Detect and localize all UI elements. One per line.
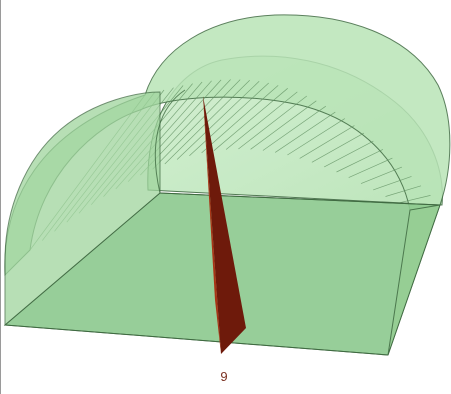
roof-stripe xyxy=(348,157,393,178)
roof-stripe xyxy=(360,166,403,184)
floor-back-edge xyxy=(159,192,441,206)
roof-stripe xyxy=(201,85,279,154)
tunnel-front-face xyxy=(4,91,161,327)
roof-stripe xyxy=(238,95,308,150)
tunnel-right-wall xyxy=(387,204,441,356)
roof-stripe xyxy=(311,132,365,163)
needle-marker xyxy=(203,96,246,354)
roof-stripe xyxy=(299,125,355,159)
roof-stripe xyxy=(225,91,298,150)
roof-stripe xyxy=(213,88,288,151)
roof-stripe xyxy=(176,81,260,160)
roof-stripe xyxy=(287,118,345,156)
roof-stripe xyxy=(336,149,384,173)
roof-stripe xyxy=(275,111,336,153)
roof-stripe xyxy=(324,140,374,168)
roof-stripe xyxy=(262,105,327,151)
roof-stripe xyxy=(397,195,431,204)
roof-stripe xyxy=(373,176,412,191)
marker-label: 9 xyxy=(220,369,228,384)
roof-stripe xyxy=(152,79,241,170)
roof-stripe xyxy=(385,185,422,197)
frame-left-border xyxy=(0,0,1,394)
tunnel-inner-arch xyxy=(154,89,186,194)
roof-stripe xyxy=(189,82,269,157)
floor-front-edge xyxy=(4,324,389,356)
roof-stripe xyxy=(250,100,317,150)
